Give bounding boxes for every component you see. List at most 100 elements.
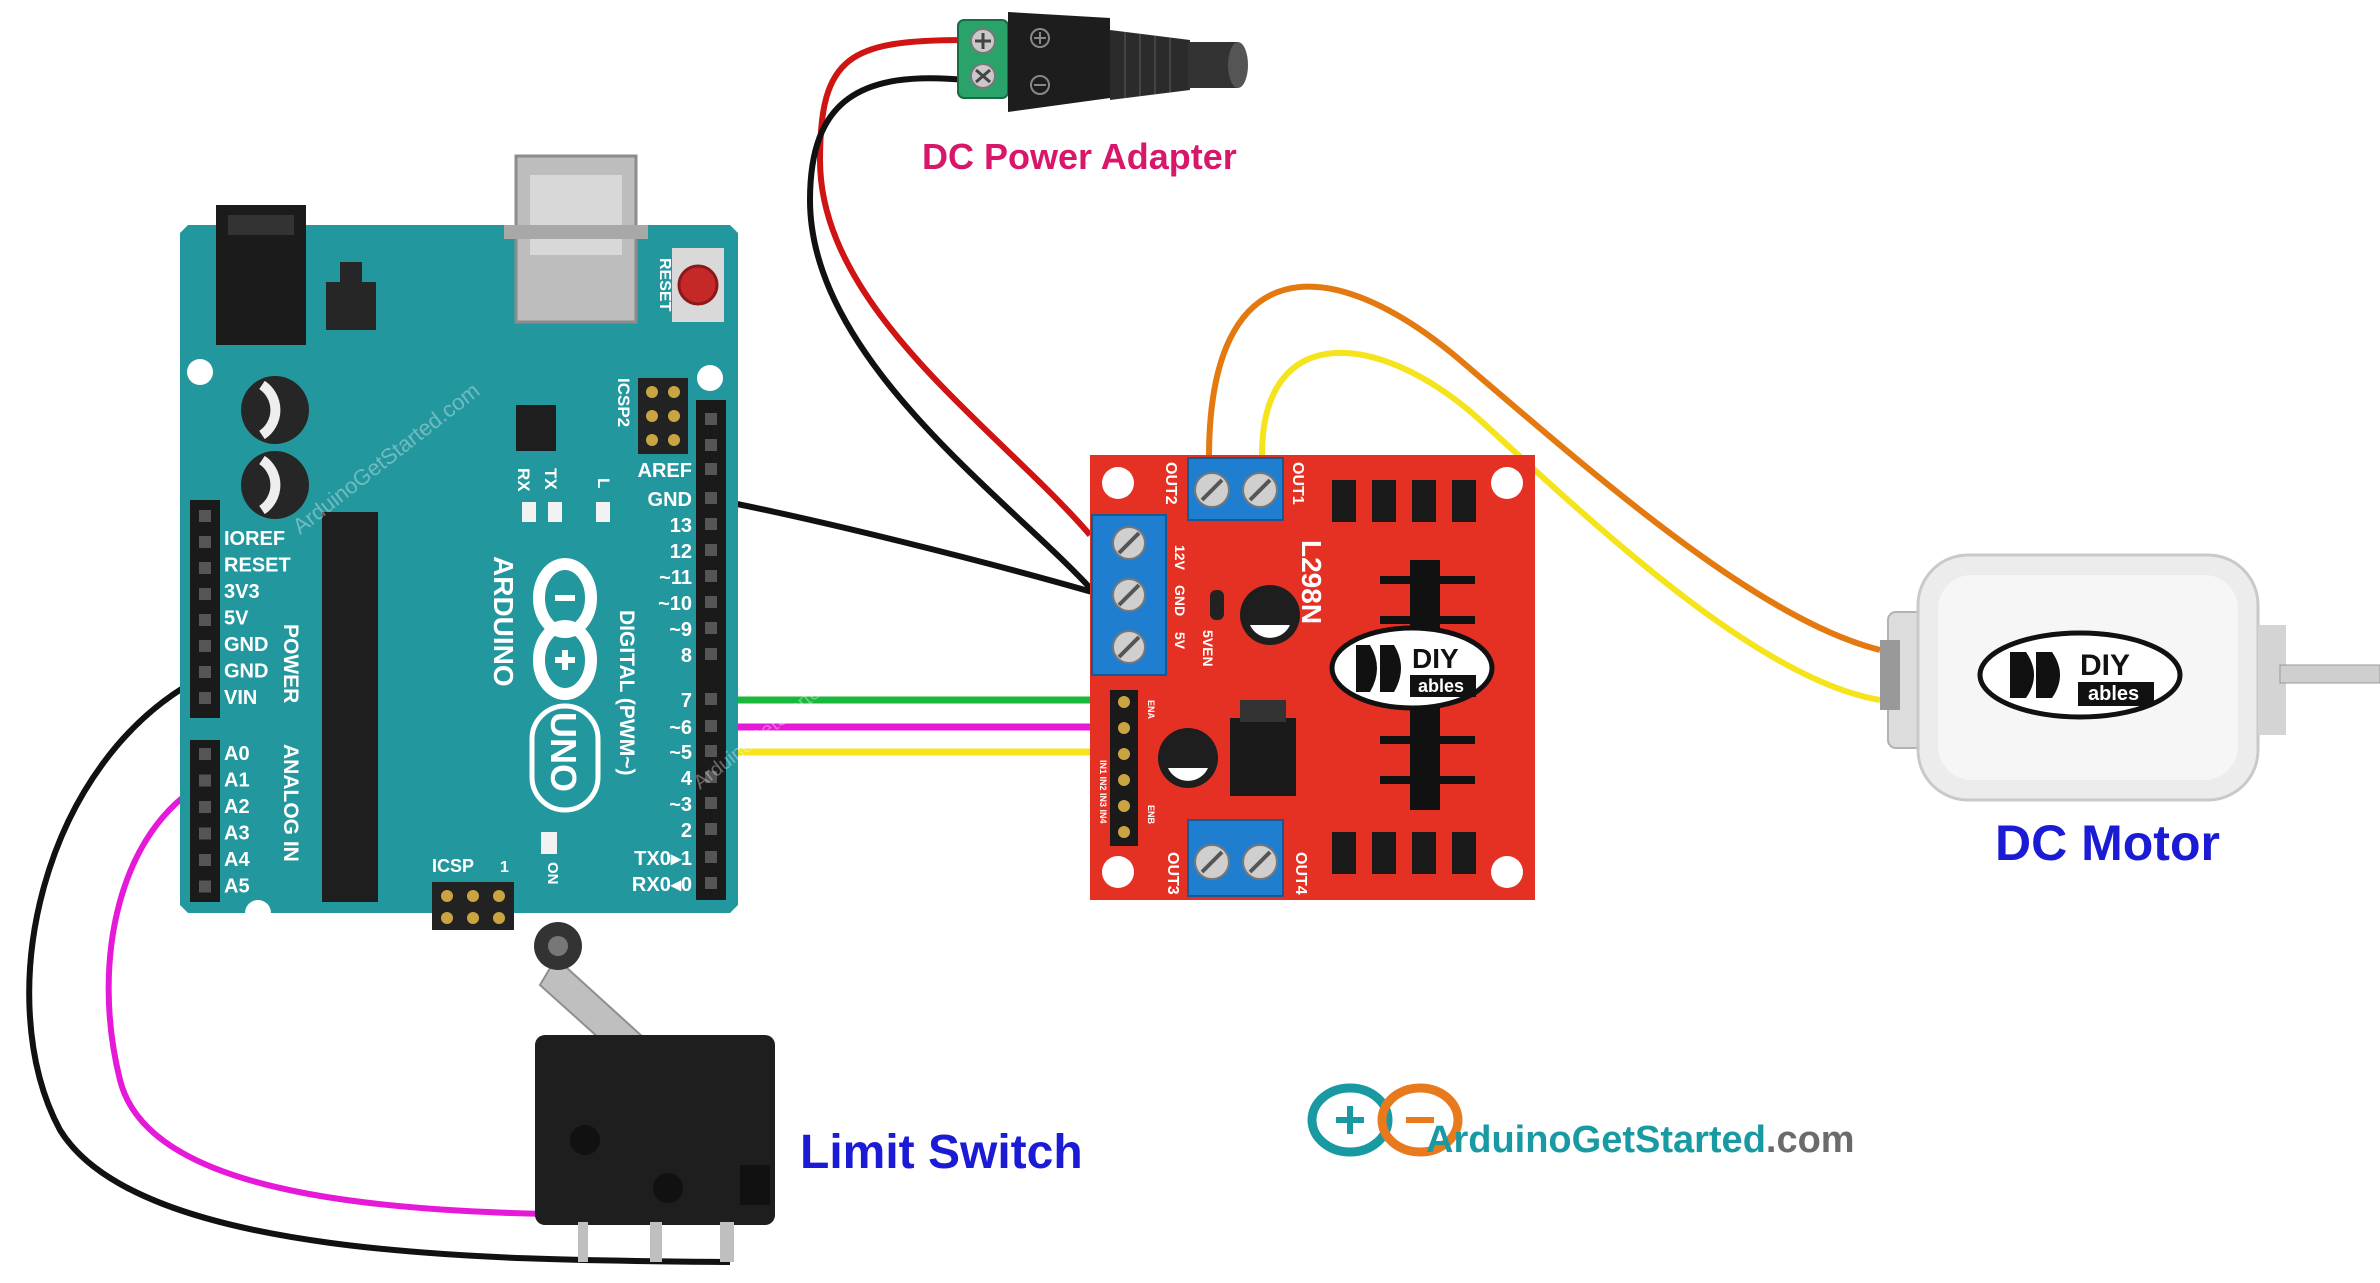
out1-label: OUT1 <box>1289 462 1306 505</box>
out4-label: OUT4 <box>1292 852 1309 895</box>
digital-pin-label: ~3 <box>669 794 692 816</box>
header-pin <box>199 666 211 678</box>
dc-power-adapter-label: DC Power Adapter <box>922 136 1237 177</box>
terminal-power <box>1091 514 1167 676</box>
wire-red-power <box>816 37 1093 537</box>
tx-label: TX <box>541 468 560 490</box>
power-pin-label: GND <box>224 634 268 656</box>
header-pin <box>705 877 717 889</box>
wire-black-power <box>806 75 1095 593</box>
digital-pin-label: 8 <box>681 645 692 667</box>
header-pin <box>705 492 717 504</box>
dc-motor-label: DC Motor <box>1995 815 2220 871</box>
analog-pin-label: A5 <box>224 876 250 898</box>
header-pin <box>705 518 717 530</box>
header-pin <box>199 588 211 600</box>
header-pin <box>705 463 717 475</box>
atmega-chip <box>322 512 378 902</box>
header-pin <box>199 536 211 548</box>
header-pin <box>705 720 717 732</box>
icsp2-header <box>638 378 688 454</box>
digital-pin-label: 4 <box>681 768 693 790</box>
icsp-label: ICSP <box>432 856 474 876</box>
digital-pin-label: ~9 <box>669 619 692 641</box>
digital-pin-label: GND <box>648 489 692 511</box>
digital-pin-label: TX0▸1 <box>634 848 692 870</box>
header-pin <box>705 693 717 705</box>
header-pin <box>705 771 717 783</box>
svg-text:DIY: DIY <box>1412 643 1459 674</box>
terminal-out3-out4 <box>1187 819 1284 897</box>
power-section-label: POWER <box>279 624 302 703</box>
header-pin <box>705 622 717 634</box>
digital-pin-label: AREF <box>638 460 692 482</box>
ena-label: ENA <box>1146 700 1156 720</box>
wire-orange-motor <box>1206 283 1881 653</box>
driver-header-pin <box>1118 748 1130 760</box>
arduinogetstarted-logo: ArduinoGetStarted.com <box>1307 1083 1855 1161</box>
diyables-logo-motor: DIY ables <box>1977 630 2183 720</box>
digital-pin-label: 13 <box>670 515 692 537</box>
dc-power-adapter <box>957 12 1248 112</box>
header-pin <box>199 640 211 652</box>
header-pin <box>199 562 211 574</box>
svg-text:ables: ables <box>1418 676 1464 696</box>
wire-magenta-switch <box>105 780 641 1218</box>
v12-label: 12V <box>1172 545 1188 571</box>
header-pin <box>199 801 211 813</box>
analog-pin-label: A1 <box>224 770 250 792</box>
analog-section-label: ANALOG IN <box>279 744 302 862</box>
header-pin <box>199 692 211 704</box>
header-pin <box>199 510 211 522</box>
header-pin <box>199 880 211 893</box>
reset-label: RESET <box>656 258 673 312</box>
analog-header-pins <box>199 748 211 893</box>
chip-label: L298N <box>1296 540 1327 624</box>
digital-header-pins <box>705 413 717 889</box>
logic-header <box>1110 690 1138 846</box>
limit-switch-label: Limit Switch <box>800 1126 1083 1179</box>
analog-pin-label: A0 <box>224 743 250 765</box>
out3-label: OUT3 <box>1164 852 1181 895</box>
header-pin <box>705 439 717 451</box>
arduino-infinity-logo <box>533 558 597 700</box>
limit-switch <box>534 922 775 1262</box>
power-header-pins <box>199 510 211 704</box>
digital-section-label: DIGITAL (PWM~) <box>615 610 638 775</box>
dc-motor: DIY ables <box>1880 553 2380 802</box>
digital-pin-label: 2 <box>681 820 692 842</box>
header-pin <box>705 851 717 863</box>
header-pin <box>705 648 717 660</box>
diyables-logo-driver: DIY ables <box>1329 625 1495 711</box>
power-pin-label: 3V3 <box>224 581 260 603</box>
out2-label: OUT2 <box>1162 462 1179 505</box>
uno-badge: UNO <box>529 703 601 813</box>
header-pin <box>199 774 211 787</box>
digital-pin-label: ~10 <box>658 593 692 615</box>
analog-pin-label: A2 <box>224 796 250 818</box>
power-pin-label: VIN <box>224 687 257 709</box>
digital-pin-label: ~11 <box>659 567 692 589</box>
driver-header-pin <box>1118 826 1130 838</box>
analog-header <box>190 740 220 902</box>
switch-body <box>535 1035 775 1225</box>
driver-header-pin <box>1118 774 1130 786</box>
v5-label: 5V <box>1172 632 1188 650</box>
digital-pin-label: ~5 <box>669 742 692 764</box>
digital-pin-label: ~6 <box>669 717 692 739</box>
icsp-header <box>432 882 514 930</box>
wires <box>26 37 1881 1265</box>
power-header <box>190 500 220 718</box>
logic-header-pins <box>1118 696 1130 838</box>
digital-pin-label: RX0◂0 <box>632 874 692 896</box>
header-pin <box>705 596 717 608</box>
header-pin <box>199 854 211 866</box>
header-pin <box>705 823 717 835</box>
driver-header-pin <box>1118 800 1130 812</box>
wire-black-switch <box>26 673 731 1265</box>
header-pin <box>199 614 211 626</box>
